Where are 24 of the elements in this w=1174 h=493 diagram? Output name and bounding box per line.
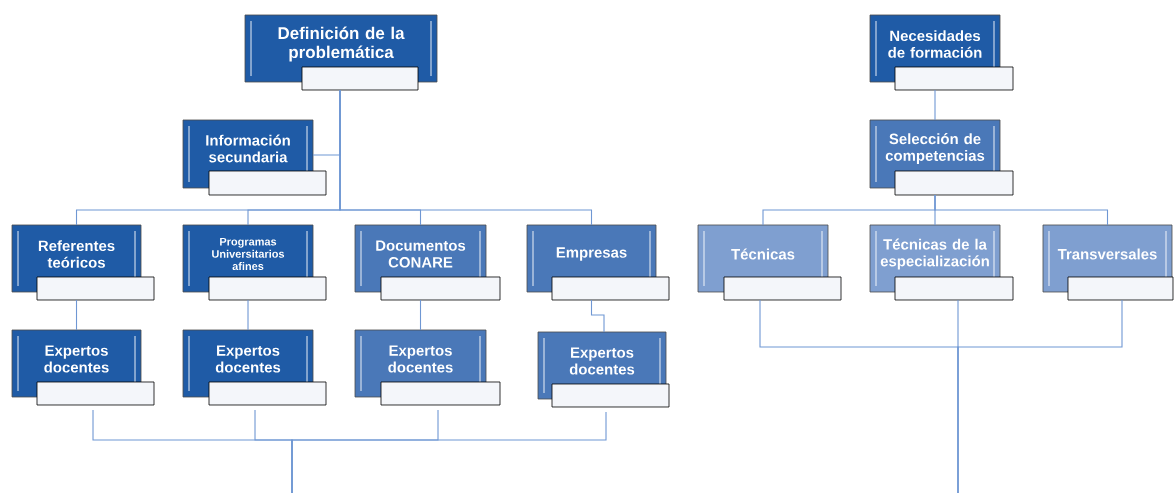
node-box: Programas Universitarios afines <box>182 224 327 301</box>
node-box: Transversales <box>1042 224 1174 301</box>
connector-line <box>957 299 1123 493</box>
node-box: Empresas <box>526 224 670 301</box>
node-box: Expertos docentes <box>354 329 501 406</box>
connector-line <box>247 299 249 331</box>
node-box: Necesidades de formación <box>869 14 1014 91</box>
connector-line <box>339 89 593 226</box>
node-box: Expertos docentes <box>11 329 155 406</box>
connector-line <box>590 299 605 333</box>
connector-line <box>934 89 936 121</box>
connector-line <box>291 411 607 493</box>
node-box: Definición de la problemática <box>244 14 438 91</box>
connector-line <box>75 299 78 331</box>
node-box: Técnicas de la especialización <box>869 224 1014 301</box>
node-box: Selección de competencias <box>869 119 1014 196</box>
connector-line <box>419 299 422 331</box>
node-box: Expertos docentes <box>537 331 670 408</box>
node-box: Documentos CONARE <box>354 224 501 301</box>
node-box: Referentes teóricos <box>11 224 155 301</box>
node-box: Información secundaria <box>182 119 327 196</box>
node-box: Expertos docentes <box>182 329 327 406</box>
node-box: Técnicas <box>697 224 842 301</box>
connector-line <box>934 194 1109 226</box>
